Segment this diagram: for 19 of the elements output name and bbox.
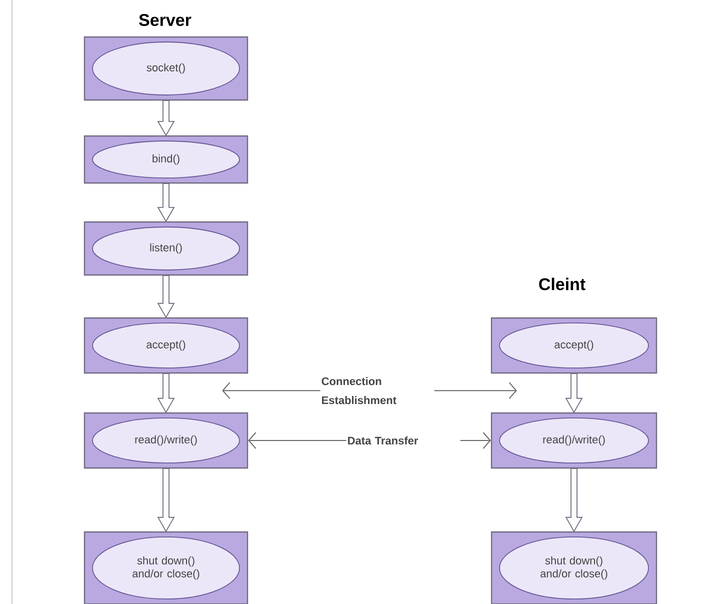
- block-arrow: [565, 373, 583, 414]
- process-box: accept(): [490, 317, 658, 374]
- block-arrow: [157, 100, 175, 136]
- block-arrow: [157, 468, 175, 532]
- column-heading: Cleint: [539, 278, 586, 290]
- edge-label: Connection Establishment: [320, 376, 434, 406]
- process-box: accept(): [84, 317, 248, 374]
- process-box: read()/write(): [84, 412, 248, 469]
- process-box: listen(): [84, 221, 248, 276]
- edge-label: Data Transfer: [346, 435, 460, 446]
- block-arrow: [157, 183, 175, 222]
- block-arrow: [157, 373, 175, 414]
- process-box: read()/write(): [490, 412, 658, 469]
- block-arrow: [565, 468, 583, 532]
- process-box: shut down() and/or close(): [84, 531, 248, 604]
- process-box: socket(): [84, 36, 248, 101]
- process-box: bind(): [84, 135, 248, 184]
- block-arrow: [157, 275, 175, 318]
- process-box: shut down() and/or close(): [490, 531, 658, 604]
